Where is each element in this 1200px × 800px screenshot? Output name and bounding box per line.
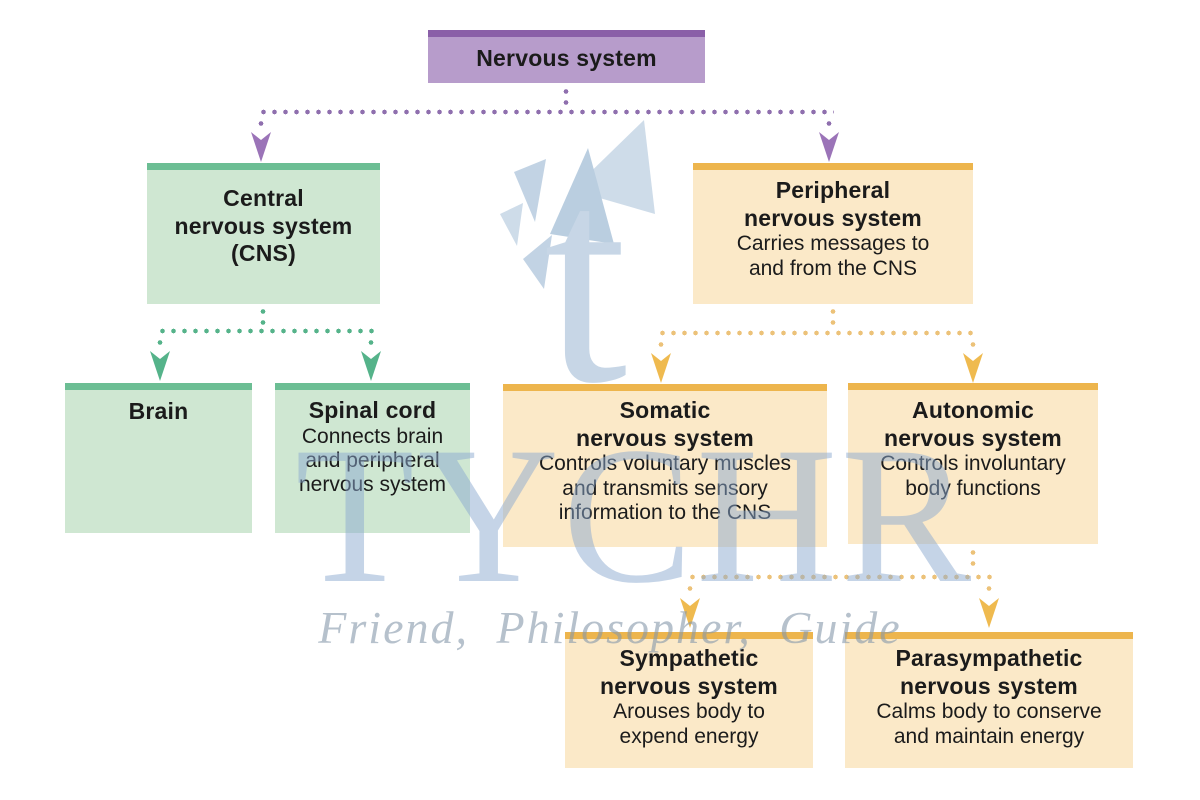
arrow-down-icon	[819, 132, 839, 162]
node-parasympathetic-nervous-system: Parasympathetic nervous system Calms bod…	[845, 632, 1133, 768]
connector-pns-stem	[830, 306, 836, 326]
node-title: Somatic nervous system	[576, 397, 754, 451]
connector-autonomic-right-drop	[986, 583, 992, 596]
connector-autonomic-stem	[970, 547, 976, 571]
node-top-bar	[565, 632, 813, 639]
node-title: Brain	[128, 398, 189, 424]
node-top-bar	[65, 383, 252, 390]
arrow-down-icon	[979, 598, 999, 628]
arrow-down-icon	[150, 351, 170, 381]
connector-autonomic-branch	[687, 574, 992, 580]
connector-root-stem	[563, 86, 569, 108]
node-top-bar	[848, 383, 1098, 390]
connector-root-right-drop	[826, 118, 832, 131]
node-top-bar	[845, 632, 1133, 639]
connector-pns-branch	[657, 330, 976, 336]
node-central-nervous-system: Central nervous system (CNS)	[147, 163, 380, 304]
node-top-bar	[693, 163, 973, 170]
node-top-bar	[275, 383, 470, 390]
node-description: Controls voluntary muscles and transmits…	[538, 452, 792, 524]
node-title: Sympathetic nervous system	[600, 645, 778, 699]
node-description: Arouses body to expend energy	[613, 700, 765, 748]
node-autonomic-nervous-system: Autonomic nervous system Controls involu…	[848, 383, 1098, 544]
node-title: Spinal cord	[308, 397, 437, 423]
node-title: Autonomic nervous system	[884, 397, 1062, 451]
node-brain: Brain	[65, 383, 252, 533]
node-top-bar	[503, 384, 827, 391]
node-title: Peripheral nervous system	[744, 177, 922, 231]
arrow-down-icon	[651, 353, 671, 383]
connector-cns-stem	[260, 306, 266, 326]
connector-autonomic-left-drop	[687, 583, 693, 596]
connector-cns-branch	[157, 328, 376, 334]
node-description: Carries messages to and from the CNS	[736, 232, 930, 280]
t-logo-icon: t	[500, 113, 655, 412]
node-title: Nervous system	[476, 45, 657, 71]
node-description: Connects brain and peripheral nervous sy…	[298, 424, 447, 497]
node-somatic-nervous-system: Somatic nervous system Controls voluntar…	[503, 384, 827, 547]
svg-text:t: t	[544, 113, 628, 412]
connector-pns-left-drop	[658, 339, 664, 351]
connector-root-branch	[258, 109, 834, 115]
node-description: Controls involuntary body functions	[880, 452, 1066, 500]
connector-cns-right-drop	[368, 337, 374, 349]
node-top-bar	[147, 163, 380, 170]
arrow-down-icon	[963, 353, 983, 383]
node-sympathetic-nervous-system: Sympathetic nervous system Arouses body …	[565, 632, 813, 768]
connector-cns-left-drop	[157, 337, 163, 349]
node-title: Central nervous system (CNS)	[174, 185, 353, 267]
connector-pns-right-drop	[970, 339, 976, 351]
node-nervous-system: Nervous system	[428, 30, 705, 83]
arrow-down-icon	[361, 351, 381, 381]
connector-root-left-drop	[258, 118, 264, 131]
node-top-bar	[428, 30, 705, 37]
node-description: Calms body to conserve and maintain ener…	[876, 700, 1102, 748]
node-title: Parasympathetic nervous system	[895, 645, 1083, 699]
arrow-down-icon	[680, 598, 700, 628]
node-spinal-cord: Spinal cord Connects brain and periphera…	[275, 383, 470, 533]
arrow-down-icon	[251, 132, 271, 162]
node-peripheral-nervous-system: Peripheral nervous system Carries messag…	[693, 163, 973, 304]
